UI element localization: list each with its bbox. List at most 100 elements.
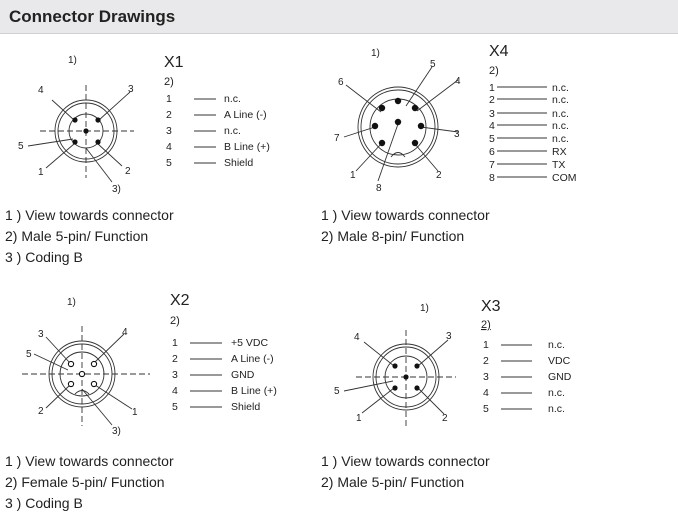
- connector-x3-panel: 1) 4 3 5 1 2 X3 2) 1 2 3 4 5 n.c. VDC GN…: [318, 288, 648, 528]
- x3-pin-label: 1: [356, 413, 362, 424]
- x4-pin-function: n.c.: [552, 108, 569, 120]
- x2-pin-function: GND: [231, 369, 255, 381]
- x3-pin-label: 3: [446, 331, 452, 342]
- x2-view-label: 1): [67, 297, 76, 308]
- x2-pin-label: 2: [38, 406, 44, 417]
- x3-pin-function: GND: [548, 371, 572, 383]
- x2-pin-label: 1: [132, 407, 138, 418]
- x3-pin-label: 2: [442, 413, 448, 424]
- x2-captions: 1 ) View towards connector 2) Female 5-p…: [5, 451, 174, 514]
- x4-pin-label: 3: [454, 129, 460, 140]
- x3-pin-function: n.c.: [548, 339, 565, 351]
- x2-caption: 3 ) Coding B: [5, 495, 83, 511]
- x4-pin-number: 2: [489, 94, 495, 106]
- x1-pin-function: n.c.: [224, 125, 241, 137]
- x3-pin-number: 5: [483, 403, 489, 415]
- x1-captions: 1 ) View towards connector 2) Male 5-pin…: [5, 205, 174, 268]
- x4-pin-label: 8: [376, 183, 382, 194]
- x3-caption: 2) Male 5-pin/ Function: [321, 474, 465, 490]
- x1-pin-function: B Line (+): [224, 141, 270, 153]
- x4-pin-label: 6: [338, 77, 344, 88]
- x3-pin-function: n.c.: [548, 403, 565, 415]
- x4-pin-number: 5: [489, 133, 495, 145]
- x2-caption: 2) Female 5-pin/ Function: [5, 474, 165, 490]
- x1-pin-label: 5: [18, 141, 24, 152]
- x1-caption: 3 ) Coding B: [5, 249, 83, 265]
- x3-pin-label: 5: [334, 386, 340, 397]
- page-header: Connector Drawings: [0, 0, 678, 34]
- x1-coding-label: 3): [112, 184, 121, 195]
- x1-pin-label: 1: [38, 167, 44, 178]
- x2-pin-label: 3: [38, 329, 44, 340]
- x4-pin-label: 1: [350, 170, 356, 181]
- x3-view-label: 1): [420, 303, 429, 314]
- x3-title: X3: [481, 298, 501, 315]
- x4-pin-function: TX: [552, 159, 565, 171]
- x1-view-label: 1): [68, 55, 77, 66]
- x1-caption: 1 ) View towards connector: [5, 207, 174, 223]
- connector-x1-panel: 1) 4 3 5 1 2 3) X1 2) 1 2 3 4 5 n.c. A L…: [0, 40, 330, 280]
- x3-pin-number: 2: [483, 355, 489, 367]
- x1-caption: 2) Male 5-pin/ Function: [5, 228, 149, 244]
- x3-subtitle: 2): [481, 319, 491, 331]
- x1-pin-function: A Line (-): [224, 109, 267, 121]
- x2-pin-number: 2: [172, 353, 178, 365]
- connector-x4-drawing: 1) 6 5 4 7 3 1 2 8 X4 2) 1 2 3 4 5 6 7 8…: [334, 43, 577, 194]
- x4-pin-label: 5: [430, 59, 436, 70]
- x3-pin-function: n.c.: [548, 387, 565, 399]
- x2-pin-number: 3: [172, 369, 178, 381]
- connector-x1-drawing: 1) 4 3 5 1 2 3) X1 2) 1 2 3 4 5 n.c. A L…: [18, 54, 270, 195]
- x1-pin-function: n.c.: [224, 93, 241, 105]
- x4-pin-function: COM: [552, 172, 577, 184]
- x4-pin-number: 6: [489, 146, 495, 158]
- x2-subtitle: 2): [170, 315, 180, 327]
- x4-caption: 2) Male 8-pin/ Function: [321, 228, 465, 244]
- x4-caption: 1 ) View towards connector: [321, 207, 490, 223]
- x1-pin-number: 5: [166, 157, 172, 169]
- x3-pin-number: 1: [483, 339, 489, 351]
- x4-pin-function: n.c.: [552, 120, 569, 132]
- x4-pin-number: 8: [489, 172, 495, 184]
- x3-captions: 1 ) View towards connector 2) Male 5-pin…: [321, 451, 490, 493]
- x4-pin-function: n.c.: [552, 82, 569, 94]
- x1-pin-label: 4: [38, 85, 44, 96]
- x2-pin-function: +5 VDC: [231, 337, 268, 349]
- page-title: Connector Drawings: [9, 7, 176, 26]
- x2-pin-label: 5: [26, 349, 32, 360]
- x3-caption: 1 ) View towards connector: [321, 453, 490, 469]
- x2-coding-label: 3): [112, 426, 121, 437]
- connector-x2-panel: 1) 3 4 5 2 1 3) X2 2) 1 2 3 4 5 +5 VDC A…: [0, 288, 330, 528]
- x4-pin-function: n.c.: [552, 133, 569, 145]
- x2-pin-function: A Line (-): [231, 353, 274, 365]
- x4-pin-number: 1: [489, 82, 495, 94]
- x2-pin-function: Shield: [231, 401, 260, 413]
- x2-title: X2: [170, 292, 190, 309]
- connector-x4-panel: 1) 6 5 4 7 3 1 2 8 X4 2) 1 2 3 4 5 6 7 8…: [318, 40, 648, 280]
- x1-pin-number: 4: [166, 141, 172, 153]
- x2-pin-label: 4: [122, 327, 128, 338]
- x3-pin-number: 3: [483, 371, 489, 383]
- x3-pin-function: VDC: [548, 355, 571, 367]
- x1-subtitle: 2): [164, 76, 174, 88]
- x4-pin-number: 7: [489, 159, 495, 171]
- x3-pin-label: 4: [354, 332, 360, 343]
- x1-pin-label: 3: [128, 84, 134, 95]
- x2-pin-number: 4: [172, 385, 178, 397]
- x1-pin-function: Shield: [224, 157, 253, 169]
- x1-title: X1: [164, 54, 184, 71]
- x4-view-label: 1): [371, 48, 380, 59]
- x4-title: X4: [489, 43, 509, 60]
- connector-x2-drawing: 1) 3 4 5 2 1 3) X2 2) 1 2 3 4 5 +5 VDC A…: [22, 292, 277, 437]
- x2-caption: 1 ) View towards connector: [5, 453, 174, 469]
- x4-pin-function: n.c.: [552, 94, 569, 106]
- x1-pin-number: 2: [166, 109, 172, 121]
- x4-pin-label: 4: [455, 76, 461, 87]
- x1-pin-number: 1: [166, 93, 172, 105]
- x4-pin-label: 7: [334, 133, 340, 144]
- x2-pin-number: 5: [172, 401, 178, 413]
- connector-x3-drawing: 1) 4 3 5 1 2 X3 2) 1 2 3 4 5 n.c. VDC GN…: [334, 298, 572, 428]
- x2-pin-number: 1: [172, 337, 178, 349]
- x2-pin-function: B Line (+): [231, 385, 277, 397]
- x4-pin-number: 3: [489, 108, 495, 120]
- x1-pin-label: 2: [125, 166, 131, 177]
